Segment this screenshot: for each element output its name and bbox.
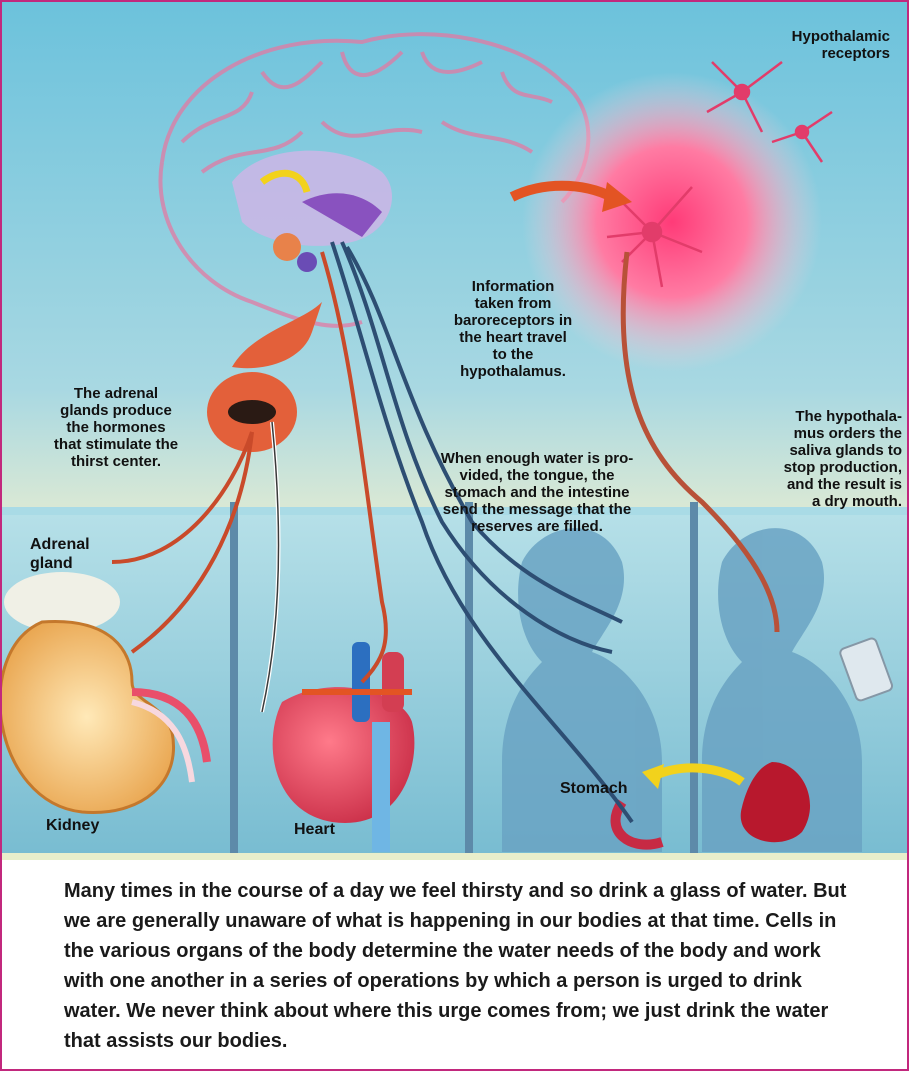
kidney-label: Kidney [46,816,99,835]
caption-text: Many times in the course of a day we fee… [64,876,864,1056]
heart-label: Heart [294,820,335,839]
hypothalamus-orders-label: The hypothala- mus orders the saliva gla… [742,408,902,510]
hypothalamic-receptors-label: Hypothalamic receptors [770,28,890,62]
adrenal-gland-label: Adrenal gland [30,535,90,573]
adrenal-glands-produce-label: The adrenal glands produce the hormones … [26,385,206,470]
baroreceptor-info-label: Information taken from baroreceptors in … [438,278,588,380]
stomach-label: Stomach [560,779,628,798]
enough-water-label: When enough water is pro- vided, the ton… [422,450,652,535]
